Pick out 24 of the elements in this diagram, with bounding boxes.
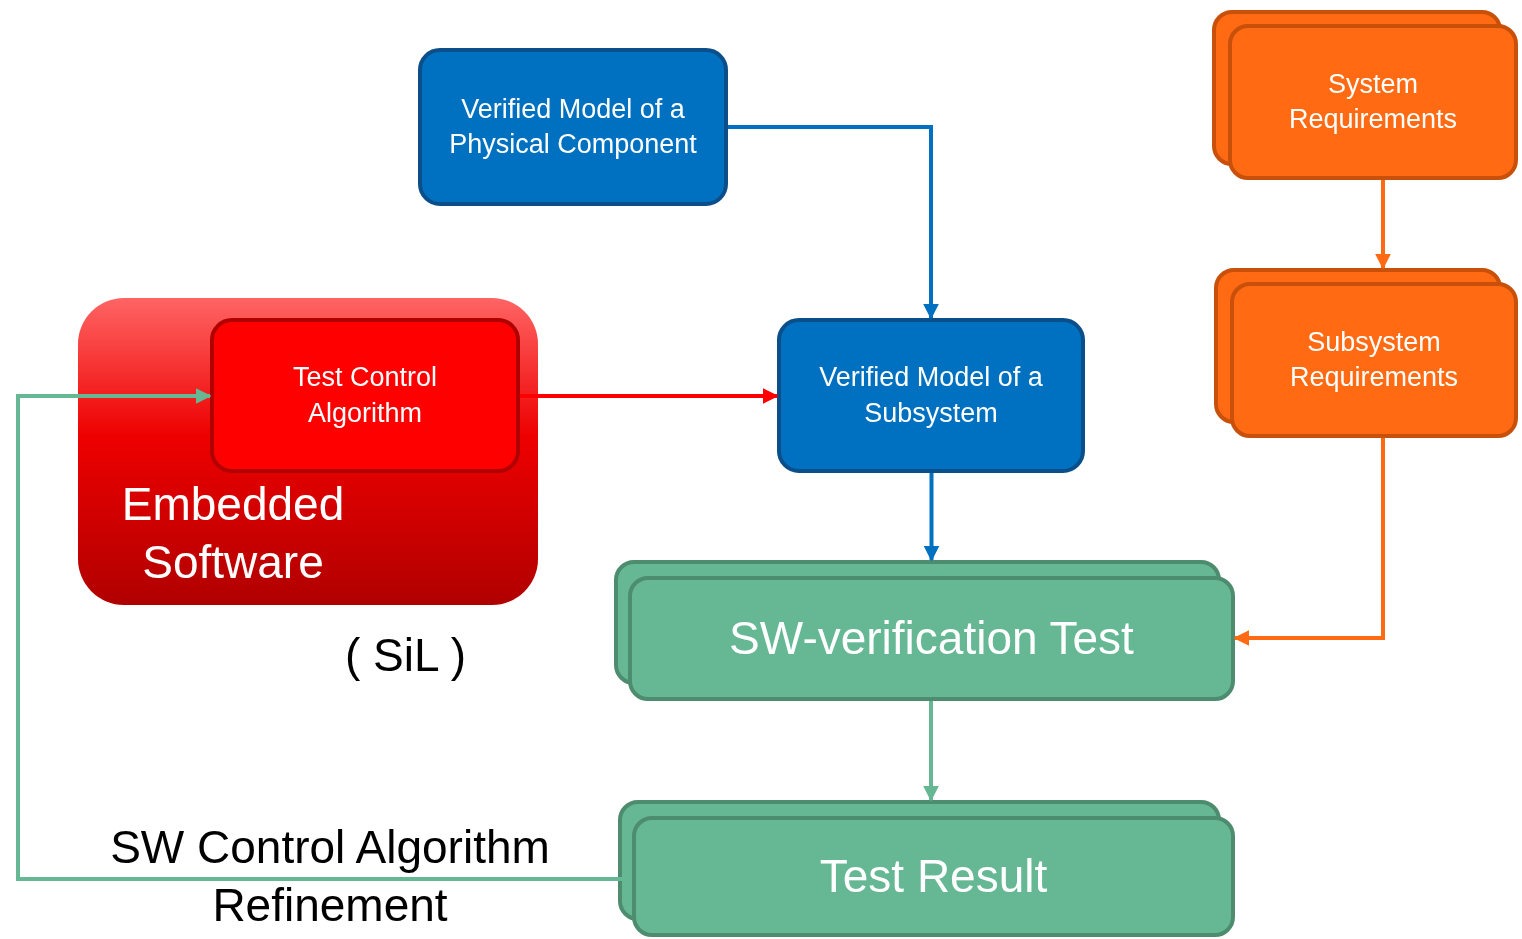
- node-text: Verified Model of a Physical Component: [448, 92, 698, 161]
- connector-arrow: [728, 125, 939, 320]
- process-box: [210, 318, 520, 473]
- connector-arrow: [520, 388, 779, 404]
- stacked-card: [1214, 268, 1518, 438]
- connector-arrow: [923, 701, 939, 802]
- node-text: Verified Model of a Subsystem: [818, 361, 1044, 430]
- node-text: SW-verification Test: [728, 610, 1135, 666]
- connector-arrow: [1233, 438, 1385, 646]
- group-box: [78, 298, 538, 605]
- stacked-card: [614, 560, 1235, 701]
- process-box: [418, 48, 728, 206]
- connector-arrow: [923, 473, 940, 562]
- node-text: Subsystem Requirements: [1288, 325, 1460, 394]
- stacked-card: [1212, 10, 1518, 180]
- process-box: [777, 318, 1085, 473]
- group-title: Embedded Software: [120, 477, 346, 590]
- node-text: Test Result: [818, 848, 1049, 904]
- edge-label: SW Control Algorithm Refinement: [109, 820, 551, 933]
- annotation-label: ( SiL ): [345, 628, 466, 682]
- connector-arrow: [1375, 180, 1391, 270]
- stacked-card: [618, 800, 1235, 937]
- node-text: Test Control Algorithm: [291, 361, 439, 430]
- node-text: System Requirements: [1287, 67, 1459, 136]
